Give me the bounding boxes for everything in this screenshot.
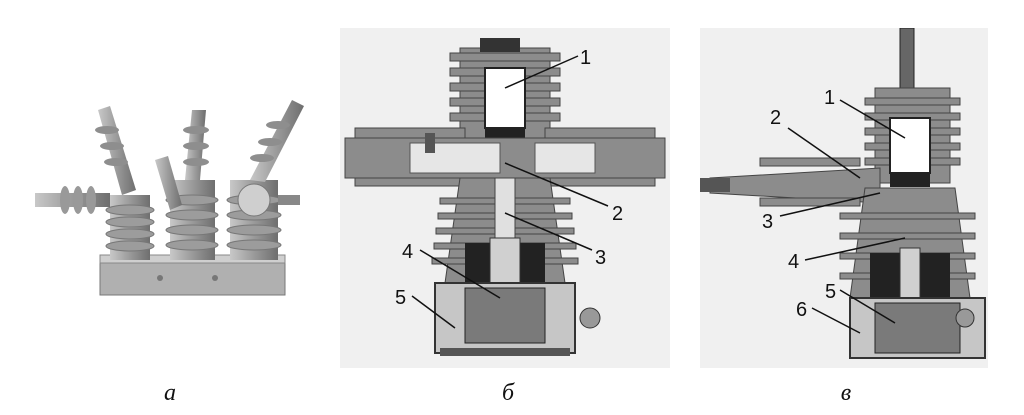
caption-a: а bbox=[164, 380, 176, 406]
label-2: 2 bbox=[612, 203, 623, 225]
label-2: 2 bbox=[770, 107, 781, 129]
label-4: 4 bbox=[402, 241, 413, 263]
label-4: 4 bbox=[788, 251, 799, 273]
label-5: 5 bbox=[395, 287, 406, 309]
caption-c: в bbox=[840, 380, 852, 406]
label-3: 3 bbox=[595, 247, 606, 269]
label-1: 1 bbox=[580, 47, 591, 69]
label-1: 1 bbox=[824, 87, 835, 109]
label-5: 5 bbox=[825, 281, 836, 303]
caption-b: б bbox=[501, 380, 515, 406]
cross-section-b-panel: 1 2 3 4 5 bbox=[340, 28, 670, 368]
cross-section-c-panel: 1 2 3 4 5 6 bbox=[700, 27, 988, 368]
label-3: 3 bbox=[762, 211, 773, 233]
cross-section-b: 1 2 3 4 5 bbox=[344, 38, 666, 356]
pole-middle bbox=[155, 110, 219, 260]
render-3d-panel bbox=[10, 70, 320, 310]
pole-right bbox=[226, 100, 304, 260]
label-6: 6 bbox=[796, 299, 807, 321]
switch-3d-drawing bbox=[35, 100, 304, 296]
cross-section-c: 1 2 3 4 5 6 bbox=[700, 27, 986, 359]
pole-left bbox=[35, 106, 155, 260]
